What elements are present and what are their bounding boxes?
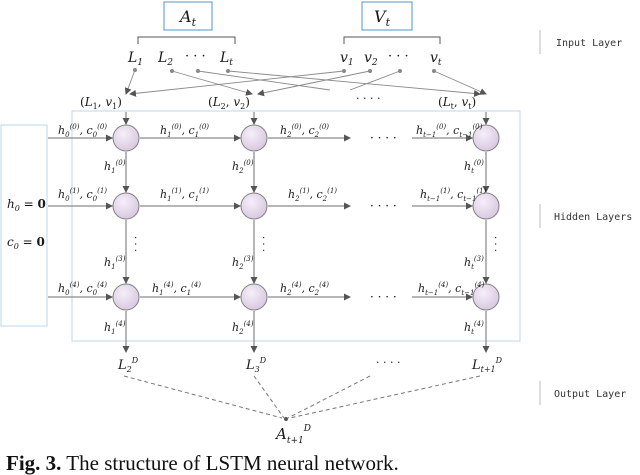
svg-text:Hidden Layers: Hidden Layers	[554, 212, 632, 223]
pair-dots: · · · ·	[356, 92, 380, 105]
input-symbols: L1 L2 · · · Lt v1 v2 · · · vt	[127, 49, 442, 68]
a-t-label: At	[178, 7, 197, 29]
a-t-bracket	[137, 36, 236, 44]
vertical-arrows	[122, 152, 490, 353]
svg-text:h1(1), c1(1): h1(1), c1(1)	[160, 187, 209, 203]
init-c0: c0 = 0	[7, 235, 45, 251]
hidden-layers-box	[71, 110, 521, 342]
svg-text:L3D: L3D	[245, 356, 267, 374]
lstm-cell-circle	[240, 283, 268, 311]
svg-text:h0(1), c0(1): h0(1), c0(1)	[58, 187, 107, 203]
a-t-header: At	[137, 1, 236, 44]
initial-state-box	[0, 124, 48, 327]
svg-text:· · ·: · · ·	[129, 236, 140, 252]
lstm-cells	[112, 124, 500, 311]
svg-text:ht(4): ht(4)	[464, 320, 484, 336]
svg-text:ht(3): ht(3)	[464, 255, 484, 271]
svg-text:Lt+1D: Lt+1D	[471, 356, 503, 374]
svg-text:h2(4): h2(4)	[232, 320, 254, 336]
svg-text:Output Layer: Output Layer	[554, 389, 626, 400]
svg-text:· · ·: · · ·	[489, 236, 500, 252]
output-merge-lines	[123, 375, 481, 421]
pair-to-cell-arrows	[122, 112, 490, 125]
svg-text:· · · ·: · · · ·	[370, 199, 397, 213]
horizontal-arrows	[48, 134, 473, 301]
input-l2: L2	[157, 50, 173, 68]
svg-text:h1(0): h1(0)	[104, 159, 126, 175]
input-lt: Lt	[219, 50, 233, 68]
side-label-hidden: Hidden Layers	[539, 204, 632, 228]
svg-text:h2(0), c2(0): h2(0), c2(0)	[280, 123, 329, 139]
svg-text:h0(4), c0(4): h0(4), c0(4)	[58, 281, 107, 297]
svg-text:h2(1), c2(1): h2(1), c2(1)	[288, 187, 337, 203]
svg-text:h2(3): h2(3)	[232, 255, 254, 271]
svg-text:h1(3): h1(3)	[104, 255, 126, 271]
v-t-bracket	[343, 36, 441, 44]
svg-text:ht(0): ht(0)	[464, 159, 484, 175]
side-label-input: Input Layer	[539, 30, 622, 54]
input-crossing-lines	[124, 68, 487, 97]
svg-text:h1(4): h1(4)	[104, 320, 126, 336]
output-labels: L2D L3D Lt+1D	[117, 356, 503, 374]
lstm-cell-circle	[112, 283, 140, 311]
svg-text:h1(4), c1(4): h1(4), c1(4)	[152, 281, 201, 297]
init-h0: h0 = 0	[7, 197, 46, 213]
lstm-cell-circle	[472, 124, 500, 152]
vertical-hidden-labels: h1(0) h2(0) ht(0) h1(3) h2(3) ht(3) h1(4…	[104, 159, 484, 336]
lstm-cell-circle	[472, 192, 500, 220]
side-label-output: Output Layer	[539, 381, 626, 405]
pair-t-label: (Lt, vt)	[438, 95, 476, 111]
output-dots: · · · ·	[376, 356, 400, 369]
input-dots-v: · · ·	[388, 49, 409, 64]
svg-text:Input Layer: Input Layer	[556, 38, 622, 49]
svg-text:h0(0), c0(0): h0(0), c0(0)	[58, 123, 107, 139]
lstm-cell-circle	[112, 124, 140, 152]
lstm-cell-circle	[240, 192, 268, 220]
svg-text:· · · ·: · · · ·	[370, 131, 397, 145]
pair-1-label: (L1, v1)	[80, 95, 122, 111]
input-dots-a: · · ·	[185, 49, 206, 64]
figure-caption: Fig. 3. The structure of LSTM neural net…	[6, 451, 399, 475]
lstm-cell-circle	[472, 283, 500, 311]
v-t-label: Vt	[374, 7, 391, 29]
v-t-header: Vt	[343, 1, 441, 44]
input-v2: v2	[364, 50, 378, 68]
lstm-cell-circle	[240, 124, 268, 152]
svg-text:h2(4), c2(4): h2(4), c2(4)	[280, 281, 329, 297]
svg-text:L2D: L2D	[117, 356, 139, 374]
lstm-cell-circle	[112, 192, 140, 220]
a-t-box	[163, 1, 213, 31]
pair-labels: (L1, v1) (L2, v2) · · · · (Lt, vt)	[80, 92, 476, 111]
input-vt: vt	[430, 50, 442, 68]
ellipses: · · · · · · · · · · · · · · · · · · · · …	[129, 131, 500, 304]
svg-text:· · ·: · · ·	[257, 236, 268, 252]
svg-text:h1(0), c1(0): h1(0), c1(0)	[160, 123, 209, 139]
pair-2-label: (L2, v2)	[208, 95, 250, 111]
input-v1: v1	[340, 50, 354, 68]
v-t-box	[361, 1, 413, 31]
svg-text:h2(0): h2(0)	[232, 159, 254, 175]
svg-text:· · · ·: · · · ·	[370, 290, 397, 304]
final-output-label: At+1D	[274, 424, 311, 446]
input-l1: L1	[127, 50, 143, 68]
